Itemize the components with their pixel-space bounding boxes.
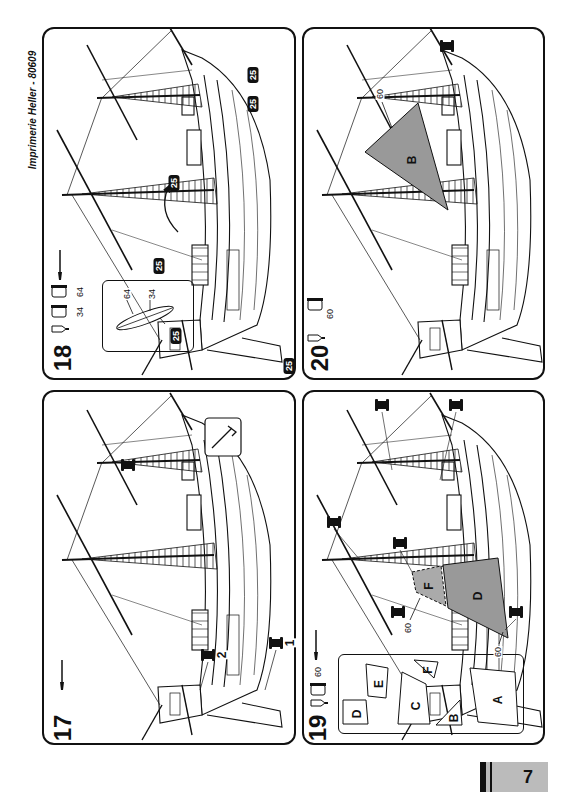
detail-inset: A B C D E F [338,654,524,734]
callout-number: 2 [216,651,228,660]
imprint-text: Imprimerie Heller - 80609 [28,51,38,169]
callout-number: 1 [284,639,296,648]
paint-number: 64 [122,287,131,299]
step-number: 20 [308,345,332,372]
detail-inset: 64 34 25 [102,280,194,352]
sail-letter: D [351,709,363,718]
paint-number: 64 [76,286,85,298]
step-number: 19 [306,715,330,742]
part-number: 25 [248,96,259,112]
paint-number: 60 [326,308,335,320]
paint-number: 60 [404,622,413,634]
paint-number: 60 [494,646,503,658]
sail-letter: A [492,695,504,704]
paint-number: 60 [376,88,385,100]
paint-number: 60 [314,666,323,678]
sail-letter: D [472,592,484,601]
sail-letter: E [373,679,385,687]
sail-letter: C [410,701,422,710]
sail-letter: F [423,582,435,589]
step-panel: 17 [42,390,296,745]
paint-number: 34 [147,287,156,299]
paint-number: 34 [76,306,85,318]
part-number: 25 [170,327,181,343]
step-panel: 20 [302,27,545,380]
sail-letter: B [448,713,460,722]
part-number: 25 [248,67,259,83]
sail-letter: B [406,156,418,165]
sail-letter: F [422,666,434,673]
part-number: 25 [284,358,295,374]
step-number: 18 [51,345,75,372]
part-number: 25 [154,258,165,274]
step-panel: A B C D E F 19 [302,390,545,745]
part-number: 25 [169,175,180,191]
page-number: 7 [523,768,533,786]
step-number: 17 [51,715,75,742]
